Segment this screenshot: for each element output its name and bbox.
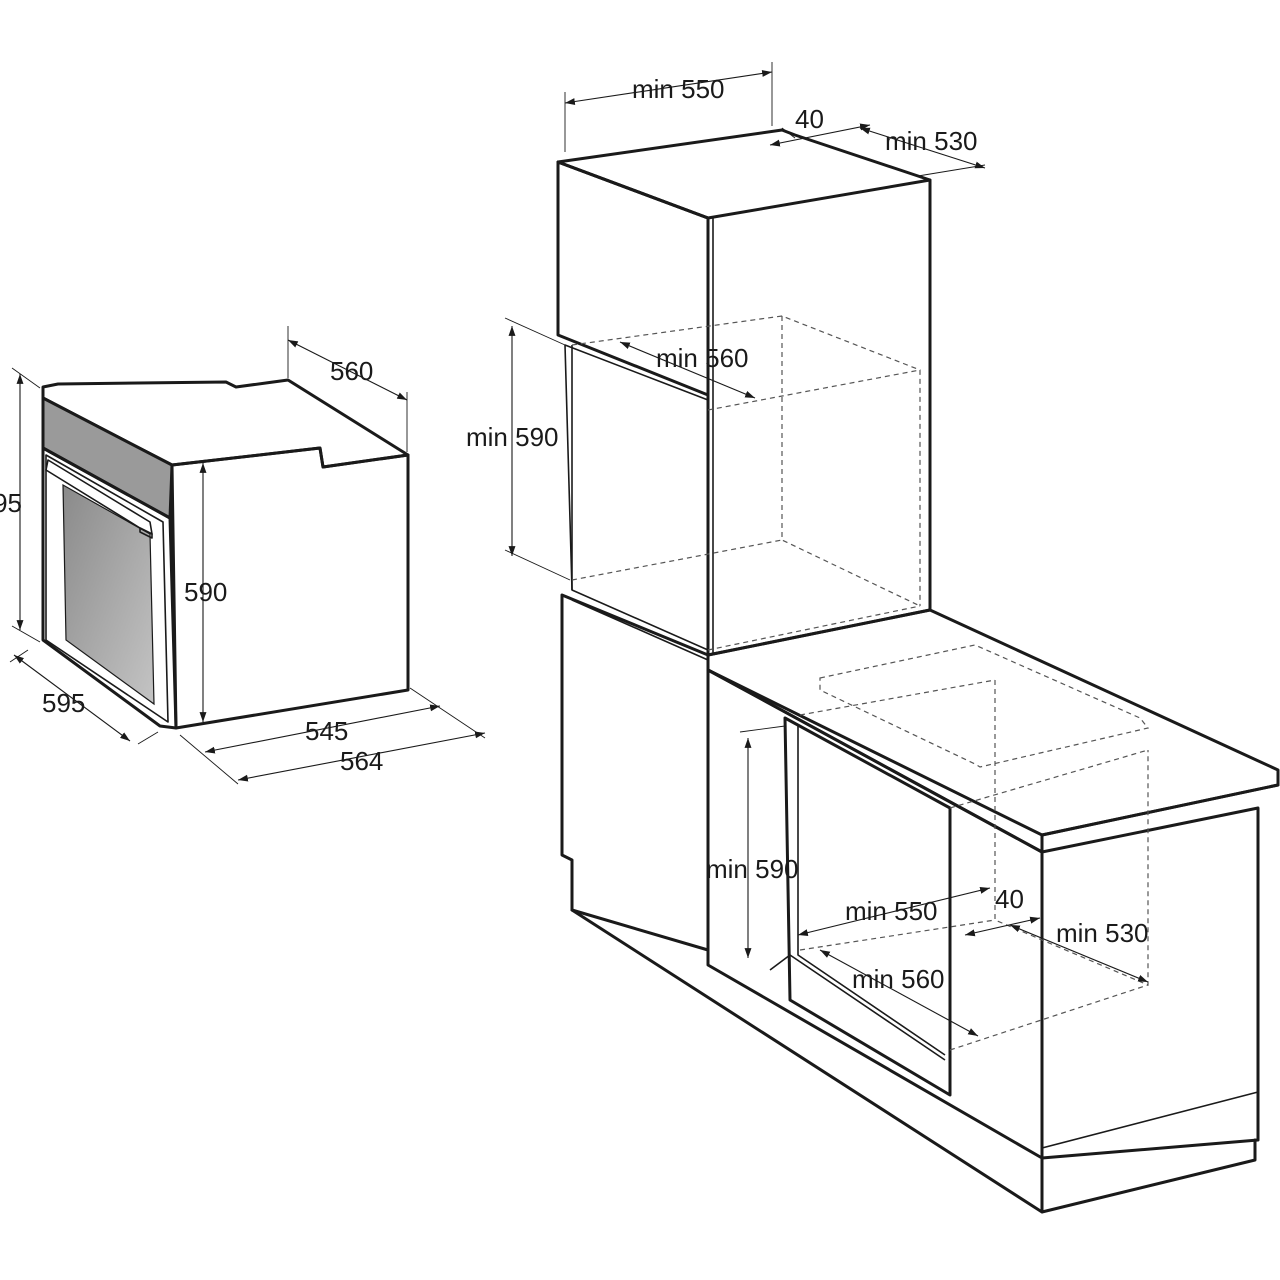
base-left-unit <box>560 593 710 952</box>
oven-drawing <box>41 378 410 730</box>
base-cabinet-dimensions: min 590 min 550 40 min 530 min 560 <box>706 725 1149 1037</box>
dim-line-oven-depth-total <box>237 731 486 782</box>
oven-depth-total-label: 564 <box>340 746 383 776</box>
oven-front-frame <box>41 446 178 730</box>
dim-line-tall-depth <box>859 127 986 169</box>
oven-handle-end <box>139 527 153 539</box>
base-niche-height-label: min 590 <box>706 854 799 884</box>
dim-line-base-niche-width <box>819 949 979 1037</box>
oven-door-outline <box>45 454 169 723</box>
base-niche-hidden <box>799 679 1149 1051</box>
base-cabinet-side <box>1040 806 1260 1160</box>
oven-width-label: 595 <box>42 688 85 718</box>
oven-front-height-label: 590 <box>184 577 227 607</box>
oven-control-panel <box>43 398 172 518</box>
dim-line-tall-width <box>564 70 773 105</box>
dim-line-base-width <box>797 886 991 937</box>
oven-depth-body-label: 545 <box>305 716 348 746</box>
dim-line-tall-niche-width <box>619 341 756 399</box>
base-depth-label: min 530 <box>1056 918 1149 948</box>
oven-depth-top-label: 560 <box>330 356 373 386</box>
dim-line-oven-depth-top <box>287 339 408 401</box>
tall-width-label: min 550 <box>632 74 725 104</box>
base-niche-width-label: min 560 <box>852 964 945 994</box>
tall-cabinet-top <box>556 128 932 657</box>
tall-depth-label: min 530 <box>885 126 978 156</box>
base-width-label: min 550 <box>845 896 938 926</box>
base-niche-left <box>707 680 791 971</box>
dim-line-base-depth <box>1009 924 1149 983</box>
tall-cabinet-top-side-edge <box>706 178 932 220</box>
tall-cabinet-drawing <box>556 128 932 657</box>
base-niche-frame <box>783 716 952 1097</box>
tall-gap-label: 40 <box>795 104 824 134</box>
oven-height-label: 595 <box>0 488 22 518</box>
oven-dimensions: 595 560 590 595 545 564 <box>0 326 486 785</box>
base-gap-label: 40 <box>995 884 1024 914</box>
dim-line-tall-gap <box>769 123 871 147</box>
base-cabinet-drawing <box>560 593 1280 1214</box>
base-plinth-line <box>1041 1091 1259 1149</box>
tall-cabinet-dimensions: min 550 40 min 530 min 560 min 590 <box>466 62 986 581</box>
dim-line-oven-width <box>13 654 131 742</box>
base-plinth <box>570 908 1257 1214</box>
tall-niche-width-label: min 560 <box>656 343 749 373</box>
dim-line-base-gap <box>964 916 1041 937</box>
base-left-top-edge <box>571 599 709 661</box>
tall-niche-height-label: min 590 <box>466 422 559 452</box>
oven-door-glass <box>62 483 155 706</box>
